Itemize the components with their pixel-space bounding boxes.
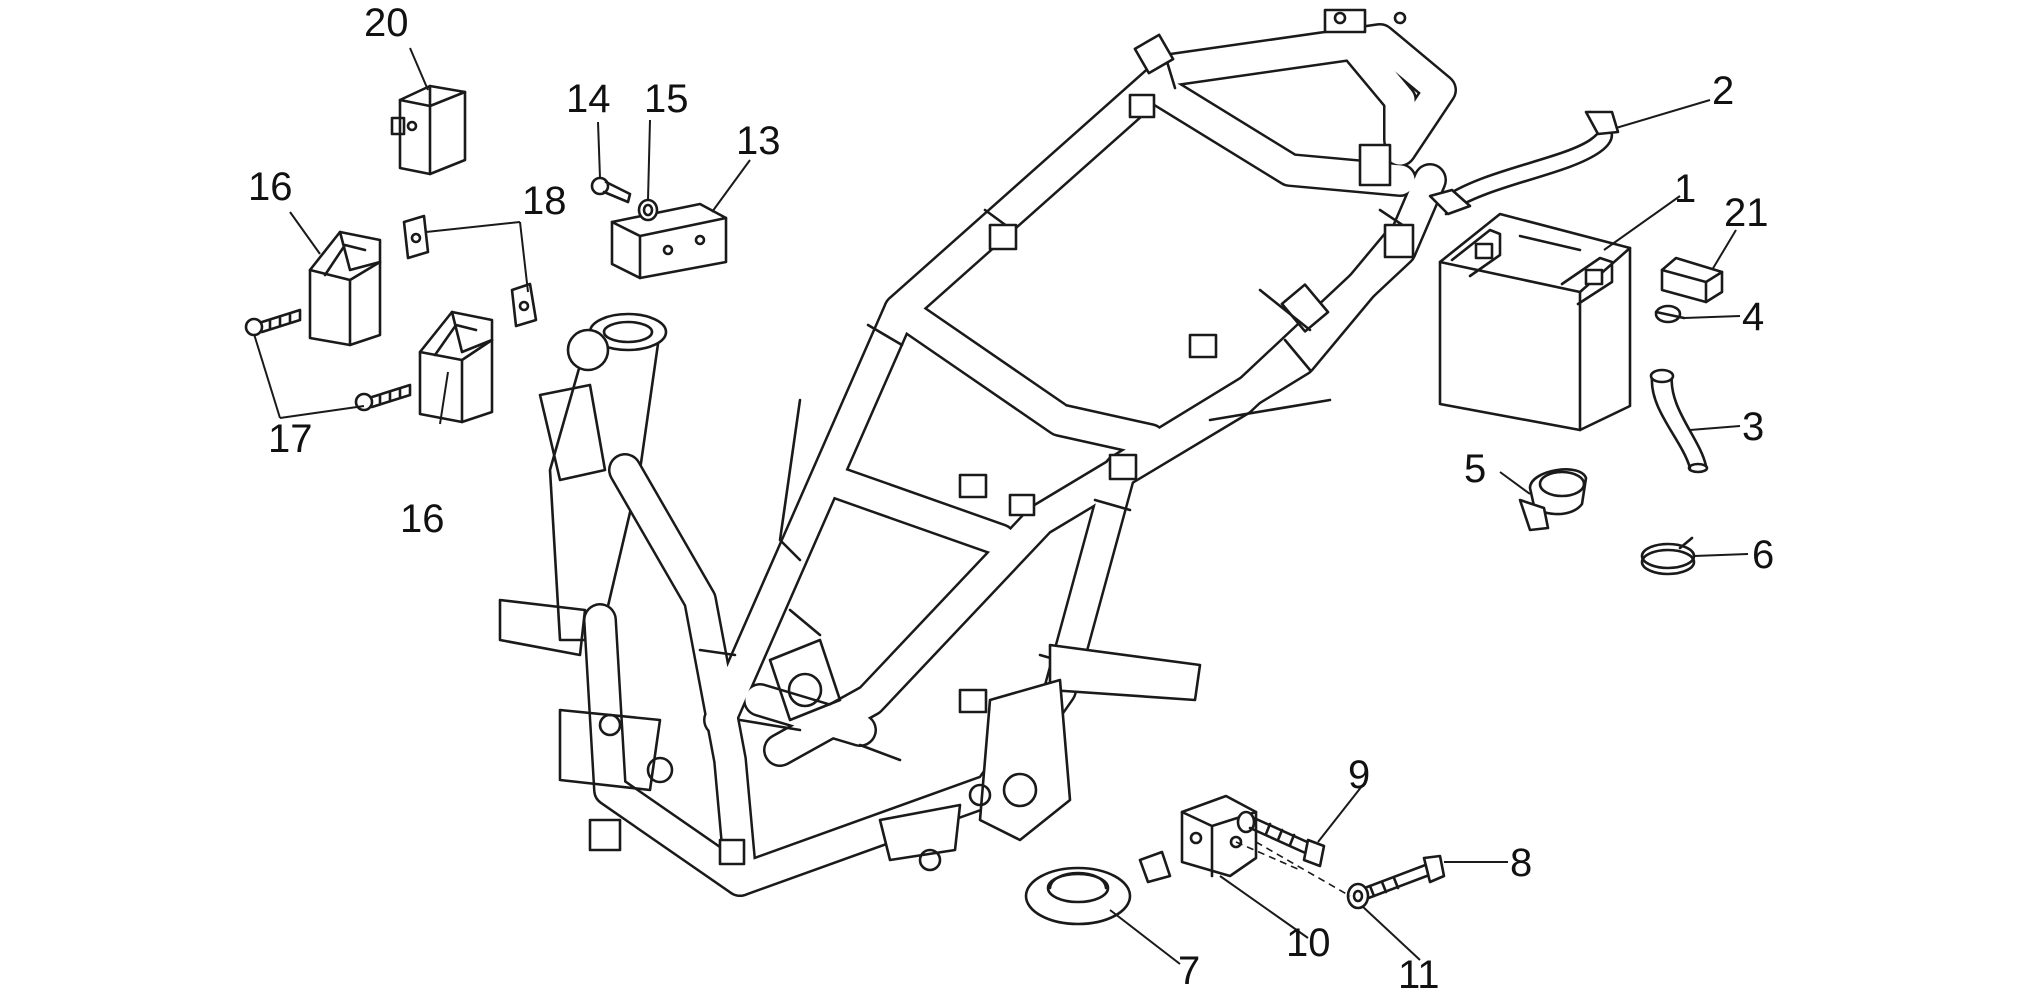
callout-3: 3 <box>1742 405 1764 449</box>
part-11-washer <box>1346 882 1370 910</box>
part-9-bolt <box>1236 810 1326 868</box>
callout-20: 20 <box>364 1 409 45</box>
callout-2: 2 <box>1712 69 1734 113</box>
callout-5: 5 <box>1464 447 1486 491</box>
part-18-clips <box>402 214 538 328</box>
part-16-holder-lower <box>418 310 494 424</box>
callout-8: 8 <box>1510 841 1532 885</box>
part-14-bolt <box>590 176 632 204</box>
scooter-frame <box>498 8 1457 897</box>
part-21-cap <box>1660 256 1724 304</box>
part-6-hose-clip <box>1640 536 1696 576</box>
engine-mount <box>558 288 1332 872</box>
callout-labels: 1 2 3 4 5 6 7 8 9 10 11 13 14 15 16 16 1… <box>248 1 1774 995</box>
callout-7: 7 <box>1178 949 1200 993</box>
part-20-control-unit <box>390 84 467 176</box>
callout-16-lower: 16 <box>400 497 445 541</box>
callout-6: 6 <box>1752 533 1774 577</box>
callout-13: 13 <box>736 119 781 163</box>
part-16-holder-upper <box>308 230 382 347</box>
part-7-rubber-cap <box>1024 866 1132 926</box>
callout-15: 15 <box>644 77 689 121</box>
part-4-clamp <box>1654 304 1686 324</box>
part-3-vent-hose <box>1649 368 1709 474</box>
part-13-bracket <box>610 202 728 280</box>
callout-11: 11 <box>1398 953 1440 995</box>
callout-4: 4 <box>1742 295 1764 339</box>
callout-9: 9 <box>1348 753 1370 797</box>
callout-21: 21 <box>1724 191 1769 235</box>
callout-14: 14 <box>566 77 611 121</box>
callout-18: 18 <box>522 179 567 223</box>
callout-16-upper: 16 <box>248 165 293 209</box>
callout-1: 1 <box>1674 167 1696 211</box>
callout-10: 10 <box>1286 921 1331 965</box>
part-15-washer <box>637 198 659 222</box>
part-10-bracket <box>1138 794 1258 884</box>
leader-lines <box>253 47 1749 965</box>
callout-17: 17 <box>268 417 313 461</box>
frame-brackets <box>588 8 1415 866</box>
part-5-clamp <box>1518 468 1588 532</box>
assembly-lines <box>1235 841 1351 897</box>
part-2-battery-strap <box>1428 110 1620 216</box>
part-1-battery <box>1438 212 1632 432</box>
